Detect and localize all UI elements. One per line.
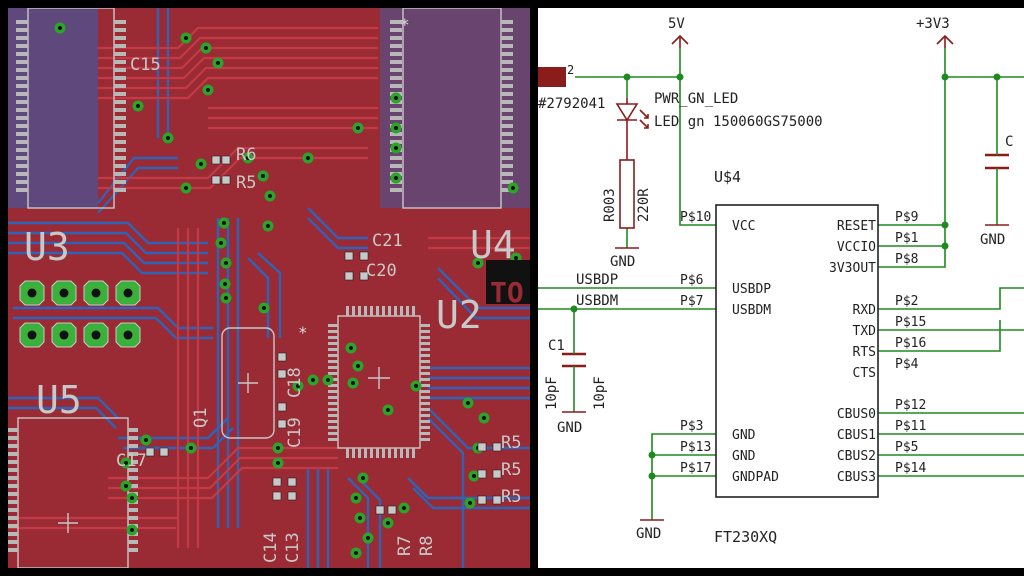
label-c17: C17 xyxy=(116,451,147,471)
chip-pin-number: P$2 xyxy=(895,294,918,309)
label-r5-d: R5 xyxy=(501,487,521,507)
chip-pin-number: P$7 xyxy=(680,294,703,309)
gnd-label-cap-right: GND xyxy=(980,232,1005,248)
net-label-usbdp: USBDP xyxy=(576,272,618,288)
led-name: PWR_GN_LED xyxy=(654,91,738,107)
label-r5-c: R5 xyxy=(501,460,521,480)
power-5v-label: 5V xyxy=(668,16,685,32)
chip-pin-number: P$1 xyxy=(895,231,918,246)
connector-pin[interactable] xyxy=(538,67,566,87)
capacitor-c1-symbol[interactable] xyxy=(562,352,586,368)
smd-pads xyxy=(145,155,502,515)
chip-pin-name: CBUS2 xyxy=(837,449,876,464)
c1-name: C1 xyxy=(548,338,565,354)
label-u2: U2 xyxy=(436,293,482,337)
chip-pin-name: 3V3OUT xyxy=(829,261,876,276)
origin-mark: * xyxy=(298,323,308,342)
pcb-canvas[interactable]: C15 R6 R5 U3 U4 C21 C20 U2 U5 C17 R5 R5 … xyxy=(8,8,530,568)
chip-pin-name: CBUS0 xyxy=(837,407,876,422)
silk-labels: C15 R6 R5 U3 U4 C21 C20 U2 U5 C17 R5 R5 … xyxy=(24,55,521,563)
chip-pin-number: P$8 xyxy=(895,252,918,267)
chip-pin-number: P$9 xyxy=(895,210,918,225)
gnd-label-led: GND xyxy=(610,254,635,270)
chip-pins: P$10VCCP$6USBDPP$7USBDMP$3GNDP$13GNDP$17… xyxy=(680,210,926,485)
power-symbols xyxy=(671,34,954,48)
chip-pin-number: P$13 xyxy=(680,440,711,455)
chip-ref: U$4 xyxy=(714,168,741,186)
label-c14: C14 xyxy=(261,532,281,563)
label-c13: C13 xyxy=(283,532,303,563)
chip-pin-number: P$15 xyxy=(895,315,926,330)
label-c18: C18 xyxy=(285,367,305,398)
chip-pin-number: P$11 xyxy=(895,419,926,434)
chip-u4-body[interactable] xyxy=(715,204,879,498)
chip-part: FT230XQ xyxy=(714,528,777,546)
gnd-label-chip: GND xyxy=(636,526,661,542)
chip-pin-number: P$14 xyxy=(895,461,926,476)
chip-pin-name: VCCIO xyxy=(837,240,876,255)
label-c20: C20 xyxy=(366,261,397,281)
chip-pin-number: P$17 xyxy=(680,461,711,476)
chip-pin-name: CTS xyxy=(853,366,876,381)
resistor-symbol[interactable] xyxy=(619,159,635,229)
chip-pin-name: TXD xyxy=(853,324,877,339)
top-copper-layer xyxy=(8,26,530,548)
chip-pin-name: RXD xyxy=(853,303,877,318)
chip-pin-name: USBDM xyxy=(732,303,771,318)
chip-pin-name: CBUS1 xyxy=(837,428,876,443)
label-r8: R8 xyxy=(417,536,437,556)
resistor-value: 220R xyxy=(636,188,652,222)
gnd-label-c1: GND xyxy=(557,420,582,436)
power-3v3-label: +3V3 xyxy=(916,16,950,32)
chip-pin-name: RTS xyxy=(853,345,876,360)
chip-pin-number: P$16 xyxy=(895,336,926,351)
label-c19: C19 xyxy=(285,417,305,448)
capacitor-right-symbol[interactable] xyxy=(985,153,1009,170)
chip-pin-number: P$12 xyxy=(895,398,926,413)
c1-value-a: 10pF xyxy=(544,376,560,410)
chip-pin-name: VCC xyxy=(732,219,755,234)
chip-pin-number: P$3 xyxy=(680,419,703,434)
chip-pin-name: GND xyxy=(732,428,756,443)
net-label-usbdm: USBDM xyxy=(576,293,618,309)
label-r7: R7 xyxy=(395,536,415,556)
label-u3: U3 xyxy=(24,225,70,269)
led-value: LED gn 150060GS75000 xyxy=(654,114,823,130)
label-to: TO xyxy=(490,276,524,309)
capacitor-right-name: C xyxy=(1005,134,1013,150)
label-u5: U5 xyxy=(36,378,82,422)
junction-dots xyxy=(570,73,1001,480)
chip-pin-name: CBUS3 xyxy=(837,470,876,485)
chip-pin-number: P$10 xyxy=(680,210,711,225)
schematic-wires xyxy=(538,48,1024,520)
schematic-canvas[interactable]: 5V +3V3 2 #2792041 PWR_GN_LED LED gn 150… xyxy=(538,8,1024,568)
schematic-view[interactable]: 5V +3V3 2 #2792041 PWR_GN_LED LED gn 150… xyxy=(538,8,1024,568)
chip-pin-name: GNDPAD xyxy=(732,470,779,485)
label-c15: C15 xyxy=(130,55,161,75)
led-symbol[interactable] xyxy=(615,98,649,160)
chip-pin-name: RESET xyxy=(837,219,876,234)
connector-part-label: #2792041 xyxy=(538,96,605,112)
connector-pin-number: 2 xyxy=(567,63,574,77)
label-c21: C21 xyxy=(372,231,403,251)
c1-value-b: 10pF xyxy=(592,376,608,410)
board-edge-block xyxy=(486,260,530,304)
ground-symbols xyxy=(562,224,1009,521)
via-layer xyxy=(54,22,522,559)
resistor-name: R003 xyxy=(602,188,618,222)
label-u4: U4 xyxy=(470,223,516,267)
pcb-layout-view[interactable]: C15 R6 R5 U3 U4 C21 C20 U2 U5 C17 R5 R5 … xyxy=(8,8,530,568)
chip-pin-number: P$4 xyxy=(895,357,919,372)
origin-mark: * xyxy=(400,15,410,34)
chip-pin-number: P$5 xyxy=(895,440,918,455)
chip-pin-name: USBDP xyxy=(732,282,771,297)
chip-pin-number: P$6 xyxy=(680,273,703,288)
label-r5: R5 xyxy=(236,173,256,193)
label-r6: R6 xyxy=(236,145,256,165)
header-pads-u3[interactable] xyxy=(19,280,141,348)
label-q1: Q1 xyxy=(191,408,211,428)
label-r5-b: R5 xyxy=(501,433,521,453)
chip-pin-name: GND xyxy=(732,449,756,464)
